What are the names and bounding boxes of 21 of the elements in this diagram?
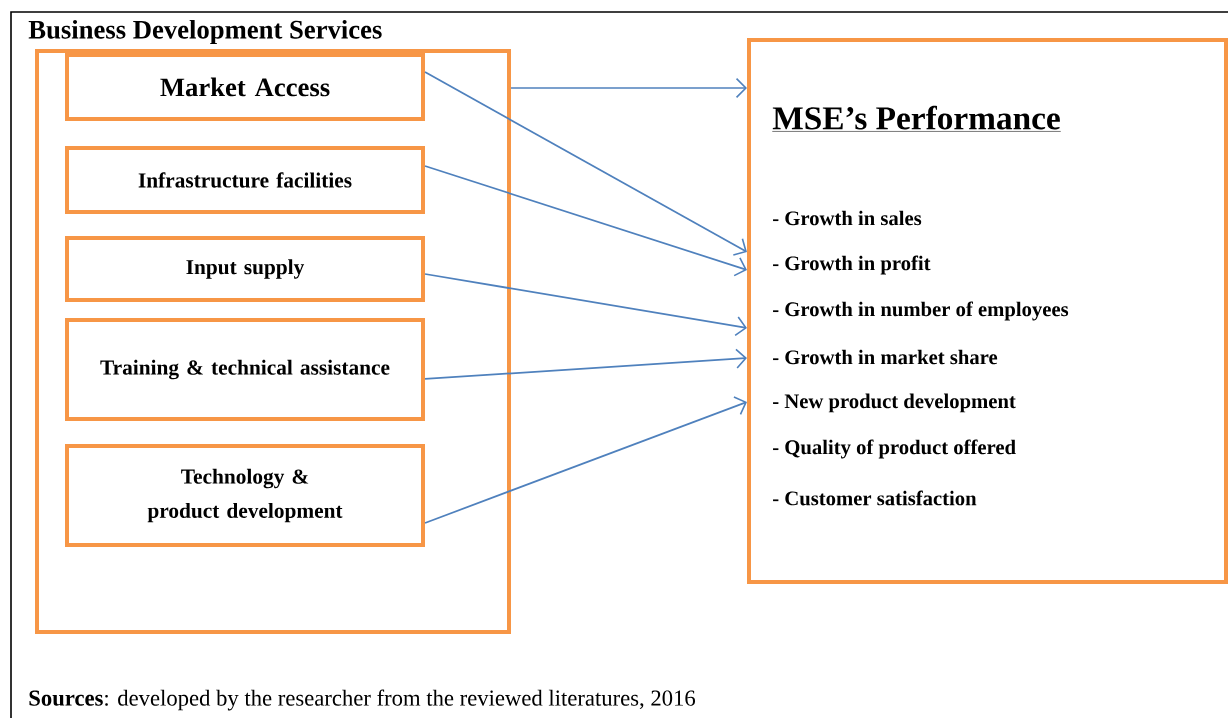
arrow	[424, 165, 747, 277]
caption: Sources: developed by the researcher from the reviewed literatures, 2016	[29, 689, 696, 711]
list-item: - Quality of product offered	[773, 439, 1016, 459]
arrow	[424, 273, 747, 337]
factor-box: Input supply	[65, 236, 425, 302]
list-item: - Growth in profit	[773, 255, 931, 275]
factor-box: Technology & product development	[65, 444, 425, 547]
heading: MSE’s Performance	[772, 105, 1061, 132]
factor-box: Infrastructure facilities	[65, 146, 425, 214]
list-item: - Customer satisfaction	[773, 490, 977, 506]
factor-box: Training & technical assistance	[65, 318, 425, 421]
list-item: - Growth in market share	[773, 349, 998, 365]
list-item: - New product development	[773, 393, 1016, 413]
heading: Business Development Services	[28, 19, 382, 45]
list-item: - Growth in number of employees	[773, 301, 1069, 321]
factor-box: Market Access	[65, 53, 425, 121]
arrow	[424, 71, 747, 256]
arrow	[424, 396, 747, 524]
arrow	[510, 77, 747, 99]
list-item: - Growth in sales	[773, 210, 922, 226]
arrow	[424, 348, 747, 380]
